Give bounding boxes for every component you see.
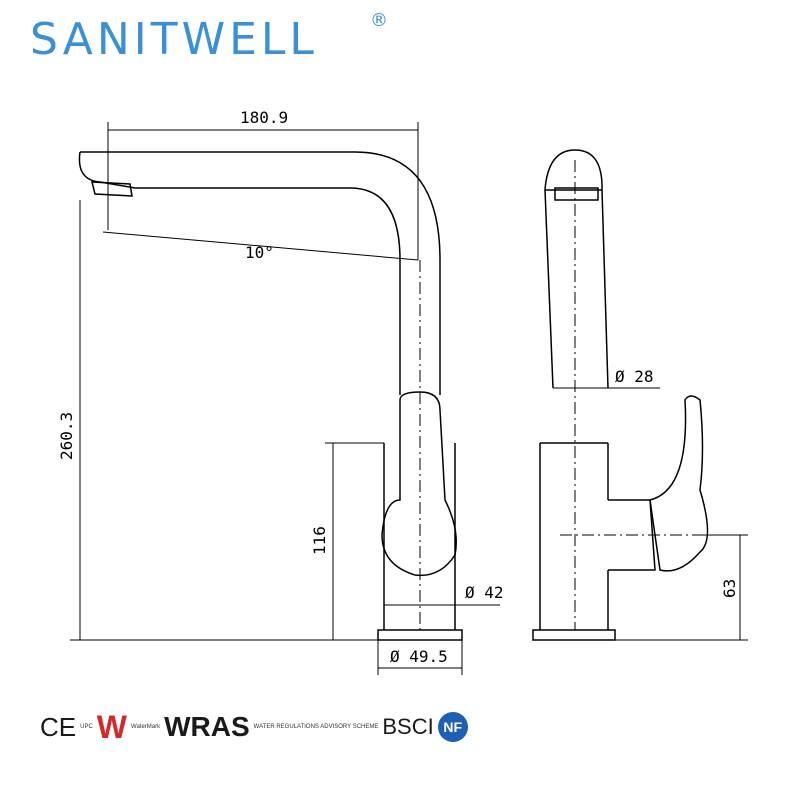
body-base — [377, 629, 463, 641]
ce-mark: CE — [40, 711, 77, 742]
wras-sub: WATER REGULATIONS ADVISORY SCHEME — [253, 724, 379, 730]
label-base-diameter: Ø 49.5 — [390, 647, 448, 666]
spout-outer-line — [80, 151, 441, 395]
front-aerator — [554, 187, 599, 201]
body-sides — [383, 443, 456, 630]
angle-dim-line — [102, 231, 419, 261]
label-body-height: 116 — [310, 526, 329, 555]
bsci-logo: BSCI — [382, 714, 434, 739]
label-handle-height: 63 — [720, 579, 739, 598]
label-spout-angle: 10° — [245, 243, 274, 262]
front-spout-top — [544, 149, 603, 191]
front-body-sides — [539, 443, 609, 630]
front-spout-sides — [544, 189, 609, 389]
handle-side — [381, 391, 457, 577]
upc-mark: UPC — [80, 724, 93, 730]
label-spout-diameter: Ø 28 — [615, 367, 654, 386]
label-spout-reach: 180.9 — [240, 108, 288, 127]
registered-mark: ® — [370, 10, 388, 31]
watermark-logo: W — [96, 708, 127, 745]
wras-logo: WRAS — [164, 711, 250, 742]
aerator — [91, 181, 133, 197]
front-body-base — [532, 629, 616, 641]
front-handle — [649, 395, 709, 572]
spout-inner-line — [135, 187, 401, 395]
brand-name: SANITWELL — [30, 14, 318, 65]
certification-logos: CE UPC W WaterMark WRAS WATER REGULATION… — [40, 708, 468, 745]
label-body-diameter: Ø 42 — [465, 583, 504, 602]
watermark-sub: WaterMark — [131, 724, 161, 730]
label-total-height: 260.3 — [57, 412, 76, 460]
nf-logo: NF — [437, 712, 468, 742]
brand-logo: SANITWELL ® — [30, 10, 388, 65]
